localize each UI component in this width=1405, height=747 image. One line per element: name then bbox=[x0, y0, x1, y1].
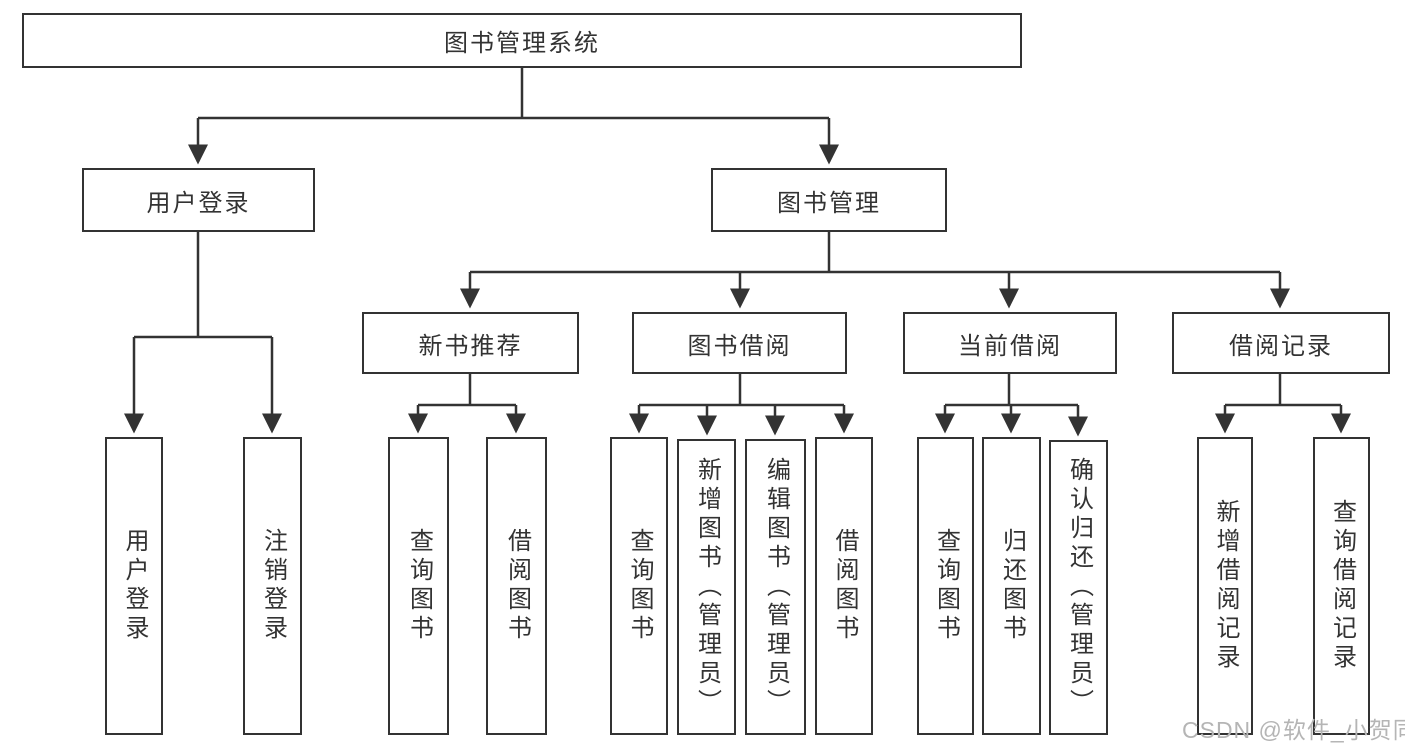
node-query-borrow-record: 查询借阅记录 bbox=[1313, 437, 1370, 735]
node-add-borrow-record: 新增借阅记录 bbox=[1197, 437, 1253, 735]
node-current-borrowing: 当前借阅 bbox=[903, 312, 1117, 374]
node-book-borrowing: 图书借阅 bbox=[632, 312, 847, 374]
node-edit-book-admin: 编辑图书（管理员） bbox=[745, 439, 806, 735]
node-borrow-books-borrowing: 借阅图书 bbox=[815, 437, 873, 735]
node-logout-action: 注销登录 bbox=[243, 437, 302, 735]
node-library-management-system: 图书管理系统 bbox=[22, 13, 1022, 68]
node-query-books-borrowing: 查询图书 bbox=[610, 437, 668, 735]
node-confirm-return-admin: 确认归还（管理员） bbox=[1049, 440, 1108, 735]
node-book-management: 图书管理 bbox=[711, 168, 947, 232]
node-new-book-recommendation: 新书推荐 bbox=[362, 312, 579, 374]
node-borrowing-records: 借阅记录 bbox=[1172, 312, 1390, 374]
node-query-books-current: 查询图书 bbox=[917, 437, 974, 735]
node-return-books: 归还图书 bbox=[982, 437, 1041, 735]
csdn-watermark: CSDN @软件_小贺同学 bbox=[1182, 717, 1405, 743]
node-user-login: 用户登录 bbox=[82, 168, 315, 232]
node-borrow-books-recommend: 借阅图书 bbox=[486, 437, 547, 735]
node-add-book-admin: 新增图书（管理员） bbox=[677, 439, 736, 735]
node-query-books-recommend: 查询图书 bbox=[388, 437, 449, 735]
node-user-login-action: 用户登录 bbox=[105, 437, 163, 735]
